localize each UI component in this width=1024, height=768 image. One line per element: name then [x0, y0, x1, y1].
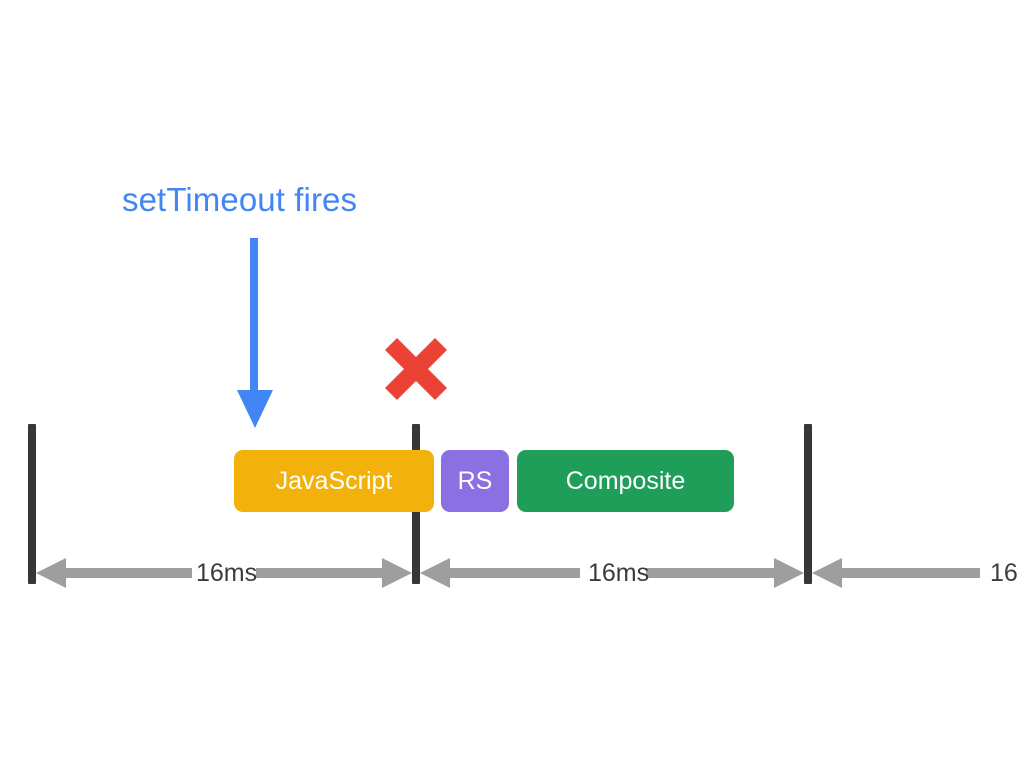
measure-label-2: 16 — [990, 559, 1018, 587]
down-arrow-icon — [228, 238, 282, 430]
measure-label-0: 16ms — [196, 559, 258, 587]
task-bar-javascript[interactable]: JavaScript — [234, 450, 434, 512]
measure-arrow-1 — [420, 555, 804, 591]
missed-frame-x-icon — [383, 336, 449, 402]
measure-arrow-2 — [812, 555, 1024, 591]
measure-arrow-0 — [36, 555, 412, 591]
task-bar-composite[interactable]: Composite — [517, 450, 734, 512]
task-bar-rs[interactable]: RS — [441, 450, 509, 512]
frame-boundary-tick-0 — [28, 424, 36, 584]
measure-label-1: 16ms — [588, 559, 650, 587]
settimeout-annotation-label: setTimeout fires — [122, 181, 358, 218]
frame-boundary-tick-2 — [804, 424, 812, 584]
